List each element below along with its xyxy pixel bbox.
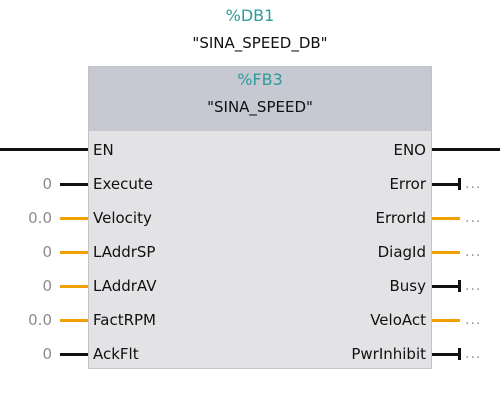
output-value-errorid[interactable]: ... (465, 210, 482, 226)
output-wire-veloact (432, 319, 460, 322)
output-value-veloact[interactable]: ... (465, 312, 482, 328)
input-wire-velocity (60, 217, 88, 220)
output-terminator-error (458, 178, 461, 190)
input-pin-ackflt[interactable]: AckFlt (93, 345, 139, 363)
output-value-pwrinhibit[interactable]: ... (465, 346, 482, 362)
eno-wire[interactable] (432, 148, 500, 151)
function-block-header: %FB3 "SINA_SPEED" (89, 67, 431, 131)
output-wire-error (432, 183, 460, 186)
input-value-laddrsp[interactable]: 0 (42, 243, 52, 261)
input-value-factrpm[interactable]: 0.0 (28, 311, 52, 329)
input-value-ackflt[interactable]: 0 (42, 345, 52, 363)
input-wire-ackflt (60, 353, 88, 356)
output-pin-pwrinhibit[interactable]: PwrInhibit (351, 345, 426, 363)
input-pin-laddrsp[interactable]: LAddrSP (93, 243, 156, 261)
input-pin-velocity[interactable]: Velocity (93, 209, 152, 227)
input-pin-factrpm[interactable]: FactRPM (93, 311, 156, 329)
output-value-diagid[interactable]: ... (465, 244, 482, 260)
output-wire-errorid (432, 217, 460, 220)
input-wire-execute (60, 183, 88, 186)
output-pin-busy[interactable]: Busy (389, 277, 427, 295)
input-value-laddrav[interactable]: 0 (42, 277, 52, 295)
output-terminator-pwrinhibit (458, 348, 461, 360)
input-pin-laddrav[interactable]: LAddrAV (93, 277, 157, 295)
output-pin-errorid[interactable]: ErrorId (375, 209, 426, 227)
function-block[interactable]: %FB3 "SINA_SPEED" (88, 66, 432, 369)
output-pin-eno[interactable]: ENO (393, 141, 426, 159)
input-pin-execute[interactable]: Execute (93, 175, 153, 193)
output-pin-diagid[interactable]: DiagId (377, 243, 426, 261)
output-pin-error[interactable]: Error (389, 175, 426, 193)
instance-db-address: %DB1 (225, 6, 275, 25)
input-pin-en[interactable]: EN (93, 141, 114, 159)
output-value-error[interactable]: ... (465, 176, 482, 192)
input-wire-factrpm (60, 319, 88, 322)
function-block-address: %FB3 (237, 70, 283, 89)
output-pin-veloact[interactable]: VeloAct (370, 311, 426, 329)
output-terminator-busy (458, 280, 461, 292)
function-block-name: "SINA_SPEED" (207, 98, 313, 116)
output-wire-diagid (432, 251, 460, 254)
output-value-busy[interactable]: ... (465, 278, 482, 294)
input-wire-laddrsp (60, 251, 88, 254)
instance-db-name[interactable]: "SINA_SPEED_DB" (192, 34, 328, 52)
input-value-velocity[interactable]: 0.0 (28, 209, 52, 227)
en-wire[interactable] (0, 148, 88, 151)
input-wire-laddrav (60, 285, 88, 288)
output-wire-pwrinhibit (432, 353, 460, 356)
input-value-execute[interactable]: 0 (42, 175, 52, 193)
output-wire-busy (432, 285, 460, 288)
